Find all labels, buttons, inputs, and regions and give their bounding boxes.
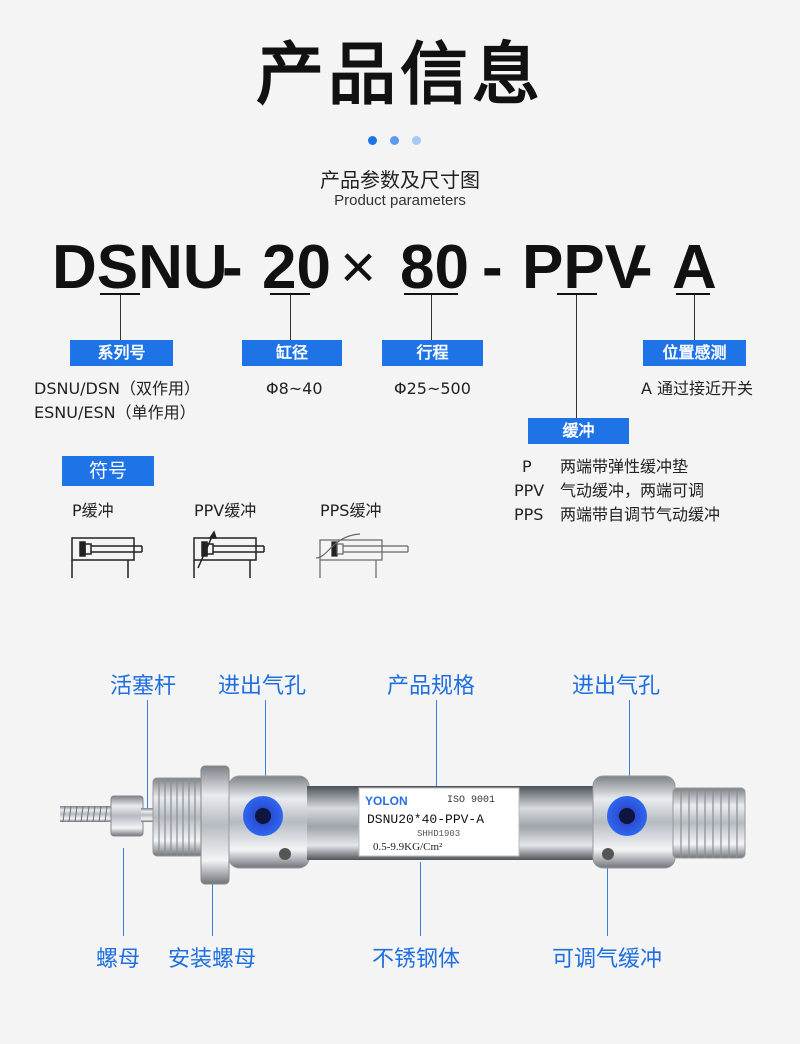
callout-line bbox=[607, 858, 608, 936]
callout-piston-rod: 活塞杆 bbox=[110, 674, 177, 699]
underline bbox=[270, 293, 310, 295]
callout-nut: 螺母 bbox=[96, 947, 141, 972]
code-bore: 20 bbox=[262, 233, 331, 302]
cushion-text-p: 两端带弹性缓冲垫 bbox=[560, 457, 689, 476]
section-subtitle: 产品参数及尺寸图 bbox=[320, 168, 480, 192]
symbol-label-p: P缓冲 bbox=[72, 501, 114, 520]
callout-spec: 产品规格 bbox=[387, 674, 476, 699]
symbols-title: 符号 bbox=[62, 456, 154, 486]
pps-cushion-symbol-icon bbox=[315, 533, 409, 578]
callout-body: 不锈钢体 bbox=[372, 947, 461, 972]
series-desc-double: DSNU/DSN（双作用） bbox=[34, 379, 200, 398]
dot-icon bbox=[390, 136, 399, 145]
brand-logo: YOLON bbox=[365, 794, 408, 808]
connector-line bbox=[290, 295, 291, 340]
connector-line bbox=[120, 295, 121, 340]
series-desc-single: ESNU/ESN（单作用） bbox=[34, 403, 196, 422]
pressure-print: 0.5-9.9KG/Cm² bbox=[373, 841, 443, 853]
position-desc: A 通过接近开关 bbox=[641, 379, 754, 398]
section-subtitle-en: Product parameters bbox=[334, 192, 466, 209]
tag-series: 系列号 bbox=[70, 340, 173, 366]
code-dash: - bbox=[222, 233, 243, 302]
code-series: DSNU bbox=[52, 233, 228, 302]
code-stroke: 80 bbox=[400, 233, 469, 302]
callout-line bbox=[123, 848, 124, 936]
callout-air-port-right: 进出气孔 bbox=[572, 674, 661, 699]
code-sensing: A bbox=[672, 233, 717, 302]
serial-print: SHHD1903 bbox=[417, 829, 460, 839]
model-print: DSNU20*40-PPV-A bbox=[367, 812, 484, 827]
cushion-text-pps: 两端带自调节气动缓冲 bbox=[560, 505, 721, 524]
code-times: × bbox=[340, 233, 377, 302]
connector-line bbox=[694, 295, 695, 340]
tag-stroke: 行程 bbox=[382, 340, 483, 366]
page-title: 产品信息 bbox=[255, 36, 544, 115]
ppv-cushion-symbol-icon bbox=[193, 530, 265, 578]
callout-line bbox=[629, 700, 630, 808]
callout-line bbox=[436, 700, 437, 810]
tag-cushion: 缓冲 bbox=[528, 418, 629, 444]
stroke-desc: Φ25~500 bbox=[394, 379, 471, 398]
cushion-code-pps: PPS bbox=[514, 505, 544, 524]
tag-position: 位置感测 bbox=[643, 340, 746, 366]
cushion-text-ppv: 气动缓冲，两端可调 bbox=[560, 481, 705, 500]
callout-mount-nut: 安装螺母 bbox=[168, 947, 257, 972]
cylinder-product-image: YOLON ISO 9001 DSNU20*40-PPV-A SHHD1903 … bbox=[60, 765, 746, 885]
bore-desc: Φ8~40 bbox=[266, 379, 323, 398]
callout-line bbox=[212, 880, 213, 936]
cushion-code-p: P bbox=[522, 457, 532, 476]
code-cushion: PPV bbox=[522, 233, 647, 302]
decorative-dots bbox=[368, 136, 432, 148]
underline bbox=[557, 293, 597, 295]
symbol-label-pps: PPS缓冲 bbox=[320, 501, 382, 520]
connector-line bbox=[576, 295, 577, 419]
tag-bore: 缸径 bbox=[242, 340, 342, 366]
code-dash: - bbox=[632, 233, 653, 302]
connector-line bbox=[431, 295, 432, 340]
callout-line bbox=[265, 700, 266, 810]
callout-cushion-adjust: 可调气缓冲 bbox=[552, 947, 663, 972]
callout-air-port-left: 进出气孔 bbox=[218, 674, 307, 699]
p-cushion-symbol-icon bbox=[71, 537, 143, 578]
callout-line bbox=[147, 700, 148, 818]
underline bbox=[100, 293, 140, 295]
dot-icon bbox=[368, 136, 377, 145]
cushion-code-ppv: PPV bbox=[514, 481, 545, 500]
underline bbox=[676, 293, 710, 295]
underline bbox=[404, 293, 458, 295]
iso-text: ISO 9001 bbox=[447, 795, 495, 806]
dot-icon bbox=[412, 136, 421, 145]
callout-line bbox=[420, 862, 421, 936]
symbol-label-ppv: PPV缓冲 bbox=[194, 501, 257, 520]
code-dash: - bbox=[482, 233, 503, 302]
